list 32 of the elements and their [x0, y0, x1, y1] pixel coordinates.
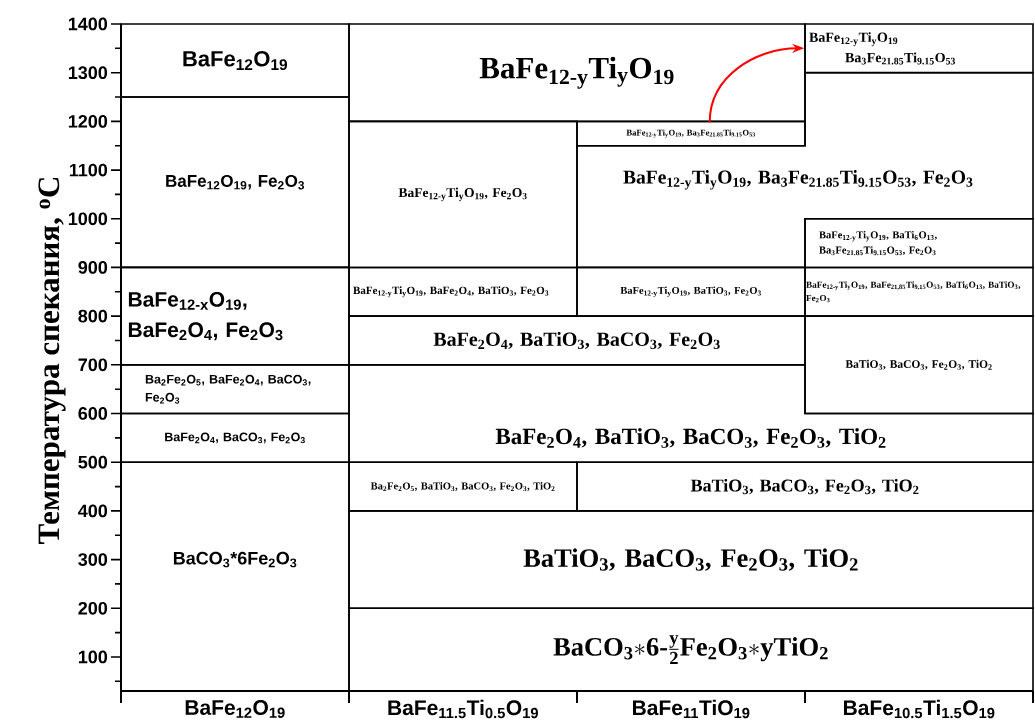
phase-region: BaFe$_{12}$O$_{19}$, Fe$_{2}$O$_{3}$: [120, 96, 350, 269]
phase-region: BaFe$_{12-y}$Ti$_{y}$O$_{19}$, Fe$_{2}$O$_{3}$: [348, 120, 578, 269]
phase-region: BaFe$_{12-x}$O$_{19}$, BaFe$_{2}$O$_{4}$, Fe$_{2}$O$_{3}$: [120, 266, 350, 366]
phase-region: BaFe$_{12-y}$Ti$_{y}$O$_{19}$, BaFe$_{2}$O$_{4}$, BaTiO$_{3}$, Fe$_{2}$O$_{3}$: [348, 266, 578, 317]
phase-region: Ba$_{2}$Fe$_{2}$O$_{5}$, BaTiO$_{3}$, BaCO$_{3}$, Fe$_{2}$O$_{3}$, TiO$_{2}$: [348, 461, 578, 512]
category-label: BaFe$_{11.5}$Ti$_{0.5}$O$_{19}$: [388, 699, 538, 719]
phase-region: BaFe$_{12}$O$_{19}$: [120, 23, 350, 98]
phase-region: Ba$_{2}$Fe$_{2}$O$_{5}$, BaFe$_{2}$O$_{4}$, BaCO$_{3}$, Fe$_{2}$O$_{3}$: [120, 364, 350, 415]
tick-label: 1200: [68, 115, 108, 128]
phase-region: BaFe$_{12-y}$Ti$_{y}$O$_{19}$, Ba$_{3}$Fe$_{21.85}$Ti$_{9.15}$O$_{53}$: [576, 120, 806, 147]
phase-region: $\mathbf{BaCO_{3}{*}6\text{-}\frac{y}{2}Fe_{2}O_{3}{*}yTiO_{2}}$: [348, 607, 1034, 692]
axis-title: Температура спекания, $^{o}$C: [38, 178, 66, 544]
tick-label: 1000: [68, 212, 108, 226]
tick-label: 1300: [68, 66, 108, 80]
phase-region: BaFe$_{2}$O$_{4}$, BaCO$_{3}$, Fe$_{2}$O$_{3}$: [120, 412, 350, 464]
tick-label: 700: [78, 358, 108, 372]
tick-label: 900: [78, 261, 108, 274]
phase-region: BaFe$_{12-y}$Ti$_{y}$O$_{19}$ Ba$_{3}$Fe$_{21.85}$Ti$_{9.15}$O$_{53}$: [804, 23, 1034, 74]
phase-region: BaTiO$_{3}$, BaCO$_{3}$, Fe$_{2}$O$_{3}$, TiO$_{2}$: [348, 510, 1034, 610]
phase-region: BaFe$_{12-y}$Ti$_{y}$O$_{19}$, BaFe$_{21,85}$Ti$_{9,15}$O$_{53}$, BaTi$_{6}$O$_{13}$, BaTiO$_{3}$, Fe$_{2}$O$_{3}$: [804, 266, 1034, 317]
phase-region: BaTiO$_{3}$, BaCO$_{3}$, Fe$_{2}$O$_{3}$, TiO$_{2}$: [576, 461, 1034, 512]
tick-label: 500: [78, 455, 108, 469]
phase-region: BaFe$_{2}$O$_{4}$, BaTiO$_{3}$, BaCO$_{3}$, Fe$_{2}$O$_{3}$: [348, 315, 806, 366]
tick-label: 1400: [68, 17, 108, 31]
phase-region: BaFe$_{12-y}$Ti$_{y}$O$_{19}$, BaTi$_{6}$O$_{13}$, Ba$_{3}$Fe$_{21.85}$Ti$_{9.15}$O$_{53}$, Fe$_{2}$O$_{3}$: [804, 217, 1034, 269]
phase-region: BaTiO$_{3}$, BaCO$_{3}$, Fe$_{2}$O$_{3}$, TiO$_{2}$: [804, 315, 1034, 415]
tick-label: 600: [78, 407, 108, 420]
tick-label: 400: [78, 504, 108, 518]
phase-region: BaFe$_{12-y}$Ti$_{y}$O$_{19}$, BaTiO$_{3}$, Fe$_{2}$O$_{3}$: [576, 266, 806, 317]
tick-label: 800: [78, 309, 108, 323]
phase-region: BaFe$_{12-y}$Ti$_{y}$O$_{19}$: [348, 23, 806, 123]
phase-region: BaCO$_{3}$*6Fe$_{2}$O$_{3}$: [120, 461, 350, 692]
